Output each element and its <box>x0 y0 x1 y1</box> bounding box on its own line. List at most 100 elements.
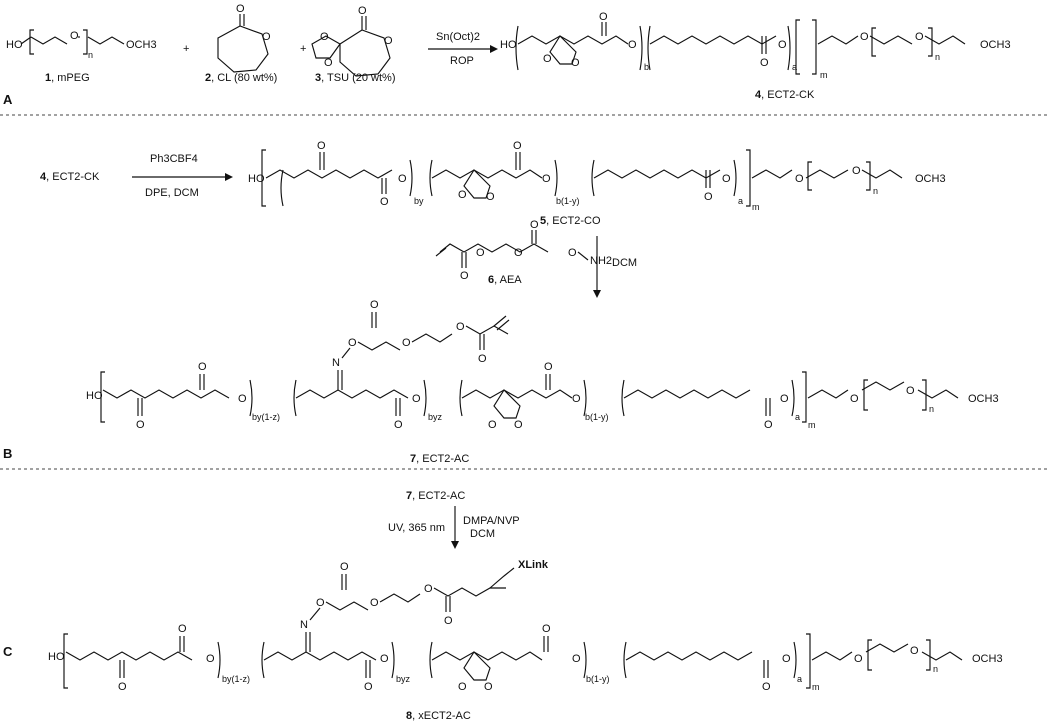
atom-o: O <box>178 623 187 635</box>
atom-och3: OCH3 <box>980 39 1011 51</box>
atom-o: O <box>910 645 919 657</box>
structure-tsu: O O O O 3, TSU (20 wt%) <box>311 5 396 84</box>
atom-o: O <box>320 31 329 43</box>
plus-sign: + <box>300 43 306 55</box>
condition-rop: ROP <box>450 55 474 67</box>
atom-o: O <box>762 681 771 693</box>
atom-ho: HO <box>6 39 23 51</box>
atom-o: O <box>476 247 485 259</box>
atom-o: O <box>370 299 379 311</box>
atom-o: O <box>906 385 915 397</box>
subscript-n: n <box>929 404 934 414</box>
plus-sign: + <box>183 43 189 55</box>
compound-4-label: 4, ECT2-CK <box>755 89 815 101</box>
atom-o: O <box>722 173 731 185</box>
atom-o: O <box>795 173 804 185</box>
atom-o: O <box>514 419 523 431</box>
atom-o: O <box>764 419 773 431</box>
compound-1-label: 1, mPEG <box>45 72 90 84</box>
condition-dcm: DCM <box>470 528 495 540</box>
atom-o: O <box>458 189 467 201</box>
atom-o: O <box>358 5 367 17</box>
atom-o: O <box>530 219 539 231</box>
atom-o: O <box>599 11 608 23</box>
atom-och3: OCH3 <box>972 653 1003 665</box>
atom-o: O <box>572 653 581 665</box>
atom-o: O <box>444 615 453 627</box>
atom-o: O <box>478 353 487 365</box>
panel-a: A HO O n OCH3 1, mPEG + O O 2, CL (80 wt… <box>3 3 1011 107</box>
atom-o: O <box>486 191 495 203</box>
structure-ect2-ac: HO O O O by(1-z) N O O O O O <box>86 299 999 465</box>
subscript-a: a <box>738 196 743 206</box>
panel-b: B 4, ECT2-CK Ph3CBF4 DPE, DCM HO O O O b… <box>3 140 999 465</box>
structure-aea: O O O O O NH2 6, AEA <box>435 219 612 286</box>
atom-o: O <box>317 140 326 152</box>
atom-ho: HO <box>86 390 103 402</box>
atom-o: O <box>118 681 127 693</box>
condition-reagent: Ph3CBF4 <box>150 153 198 165</box>
panel-c-label: C <box>3 644 13 659</box>
atom-o: O <box>424 583 433 595</box>
atom-o: O <box>262 31 271 43</box>
start-ect2-ac-label: 7, ECT2-AC <box>406 490 465 502</box>
compound-8-label: 8, xECT2-AC <box>406 710 471 722</box>
atom-o: O <box>316 597 325 609</box>
atom-o: O <box>568 247 577 259</box>
atom-o: O <box>778 39 787 51</box>
subscript-a: a <box>797 674 802 684</box>
subscript-m: m <box>808 420 816 430</box>
atom-ho: HO <box>500 39 517 51</box>
atom-o: O <box>542 623 551 635</box>
atom-n: N <box>300 619 308 631</box>
atom-o: O <box>398 173 407 185</box>
atom-och3: OCH3 <box>915 173 946 185</box>
xlink-label: XLink <box>518 559 549 571</box>
atom-och3: OCH3 <box>968 393 999 405</box>
subscript-m: m <box>752 202 760 212</box>
atom-o: O <box>854 653 863 665</box>
atom-n: N <box>332 357 340 369</box>
atom-o: O <box>484 681 493 693</box>
condition-solvent: DPE, DCM <box>145 187 199 199</box>
atom-o: O <box>513 140 522 152</box>
start-ect2-ck-label: 4, ECT2-CK <box>40 171 100 183</box>
structure-xect2-ac: HO O O O by(1-z) N O O O O O <box>48 559 1003 722</box>
atom-o: O <box>412 393 421 405</box>
atom-o: O <box>394 419 403 431</box>
atom-o: O <box>236 3 245 15</box>
subscript-b: b <box>644 62 649 72</box>
compound-6-label: 6, AEA <box>488 274 522 286</box>
atom-o: O <box>238 393 247 405</box>
atom-o: O <box>544 361 553 373</box>
atom-o: O <box>380 653 389 665</box>
atom-o: O <box>340 561 349 573</box>
compound-2-label: 2, CL (80 wt%) <box>205 72 277 84</box>
structure-ect2-co: HO O O O by O O O O b(1-y) O O <box>248 140 946 227</box>
atom-o: O <box>70 30 79 42</box>
condition-catalyst: Sn(Oct)2 <box>436 31 480 43</box>
subscript-m: m <box>820 70 828 80</box>
atom-o: O <box>384 35 393 47</box>
subscript-n: n <box>935 52 940 62</box>
reaction-arrow-1: Sn(Oct)2 ROP <box>428 31 498 67</box>
reaction-arrow-3: DCM <box>593 236 637 298</box>
atom-o: O <box>542 173 551 185</box>
panel-b-label: B <box>3 446 12 461</box>
atom-o: O <box>402 337 411 349</box>
atom-o: O <box>324 57 333 69</box>
atom-o: O <box>456 321 465 333</box>
condition-dcm: DCM <box>612 257 637 269</box>
atom-o: O <box>514 247 523 259</box>
atom-o: O <box>704 191 713 203</box>
reaction-arrow-4: UV, 365 nm DMPA/NVP DCM <box>388 506 520 549</box>
atom-o: O <box>198 361 207 373</box>
panel-a-label: A <box>3 92 13 107</box>
atom-o: O <box>760 57 769 69</box>
subscript-n: n <box>873 186 878 196</box>
subscript-by1z: by(1-z) <box>222 674 250 684</box>
atom-o: O <box>136 419 145 431</box>
atom-o: O <box>571 57 580 69</box>
atom-o: O <box>460 270 469 282</box>
atom-ho: HO <box>248 173 265 185</box>
